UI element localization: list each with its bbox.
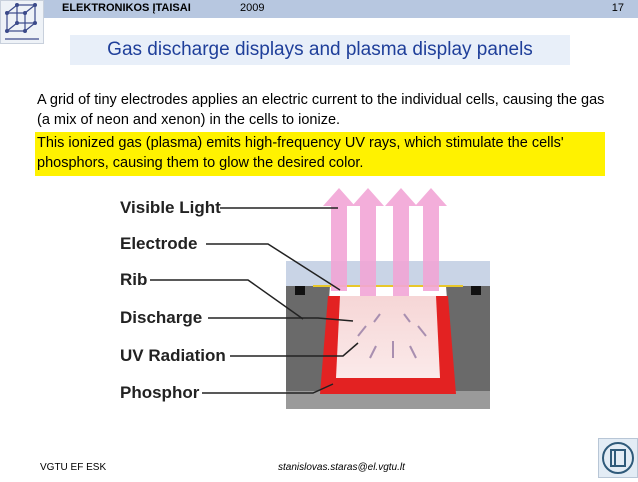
leader-lines (150, 207, 359, 394)
label-visible-light: Visible Light (120, 198, 221, 217)
header-year: 2009 (240, 2, 265, 14)
rear-plate (286, 391, 490, 409)
discharge-region (336, 296, 440, 378)
header-title: ELEKTRONIKOS ĮTAISAI (62, 2, 191, 14)
university-logo (0, 0, 44, 44)
front-glass-plate (286, 261, 490, 286)
visible-light-arrows (323, 188, 447, 296)
footer-department: VGTU EF ESK (40, 462, 107, 473)
faculty-logo (598, 438, 638, 478)
slide-title: Gas discharge displays and plasma displa… (107, 39, 533, 60)
title-band: Gas discharge displays and plasma displa… (70, 35, 570, 65)
highlight-box (35, 132, 605, 176)
page-number: 17 (611, 2, 624, 14)
label-uv-radiation: UV Radiation (120, 346, 226, 365)
header-bar (0, 0, 638, 18)
footer-email[interactable]: stanislovas.staras@el.vgtu.lt (278, 462, 405, 473)
right-rib (446, 286, 490, 391)
electrode-left (295, 286, 305, 295)
label-rib: Rib (120, 270, 147, 289)
label-discharge: Discharge (120, 308, 202, 327)
plasma-cell-diagram: Visible Light Electrode Rib Discharge UV… (118, 186, 498, 416)
paragraph-plasma: This ionized gas (plasma) emits high-fre… (37, 135, 564, 171)
uv-arrows (357, 313, 427, 359)
label-phosphor: Phosphor (120, 383, 200, 402)
electrode-right (471, 286, 481, 295)
label-electrode: Electrode (120, 234, 197, 253)
left-rib (286, 286, 330, 391)
paragraph-electrodes: A grid of tiny electrodes applies an ele… (37, 92, 605, 128)
